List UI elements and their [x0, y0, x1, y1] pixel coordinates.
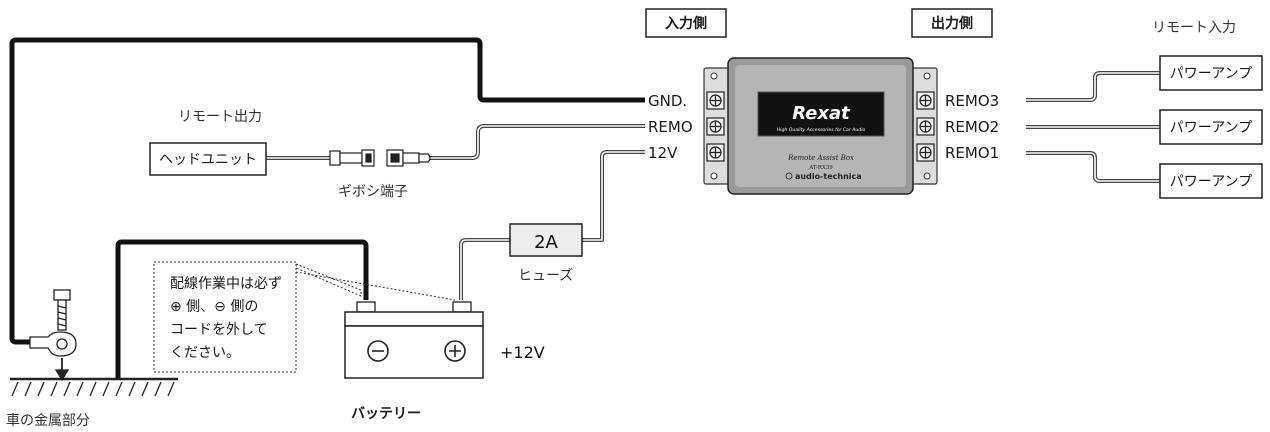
input-port-gnd: GND.: [648, 92, 687, 110]
device-name: Remote Assist Box: [787, 154, 854, 162]
power-amp-label: パワーアンプ: [1170, 174, 1252, 190]
output-port-remo2: REMO2: [945, 118, 999, 136]
power-amp-3: パワーアンプ: [1159, 163, 1263, 199]
maker-logo-icon: [785, 172, 793, 180]
chassis-ground: [10, 377, 178, 397]
chassis-label: 車の金属部分: [6, 412, 90, 429]
device-brand: Rexat: [792, 103, 851, 124]
remote-output-label: リモート出力: [178, 109, 262, 125]
device-model: AT-RX39: [808, 165, 833, 171]
device-maker: audio-technica: [795, 172, 862, 181]
battery: [344, 301, 484, 379]
power-amp-label: パワーアンプ: [1170, 66, 1252, 82]
warning-line-1: 配線作業中は必ず: [170, 276, 282, 292]
remote-input-label: リモート入力: [1152, 20, 1236, 36]
remote-assist-box: Rexat High Quality Accessories for Car A…: [703, 57, 938, 195]
connector-label: ギボシ端子: [338, 184, 408, 200]
head-unit-box: [149, 142, 267, 176]
battery-voltage: +12V: [500, 343, 545, 362]
ground-bolt-icon: [29, 289, 77, 382]
head-unit-label: ヘッドユニット: [159, 152, 257, 168]
input-port-12v: 12V: [648, 144, 678, 162]
thin-wires: [266, 71, 1160, 300]
battery-label: バッテリー: [351, 406, 421, 422]
power-amp-1: パワーアンプ: [1159, 55, 1263, 91]
bullet-connector-female-icon: [329, 149, 375, 167]
output-side-label: 出力側: [931, 15, 973, 32]
input-side-label: 入力側: [665, 15, 707, 32]
fuse-box: [509, 223, 583, 257]
input-side-box: [645, 8, 727, 38]
output-side-box: [911, 8, 993, 38]
device-tagline: High Quality Accessories for Car Audio: [777, 127, 866, 133]
fuse-value: 2A: [534, 232, 558, 253]
bullet-connector-male-icon: [386, 149, 431, 167]
warning-line-3: コードを外して: [170, 322, 268, 338]
warning-line-4: ください。: [170, 345, 240, 361]
power-amp-label: パワーアンプ: [1170, 120, 1252, 136]
battery-negative-icon: [367, 340, 389, 362]
warning-callout: 配線作業中は必ず ⊕ 側、⊖ 側の コードを外して ください。: [153, 261, 456, 373]
power-amp-2: パワーアンプ: [1159, 109, 1263, 145]
warning-line-2: ⊕ 側、⊖ 側の: [170, 299, 258, 315]
battery-positive-icon: [444, 340, 466, 362]
battery-neg-ground-wire: [115, 239, 369, 378]
input-port-remo: REMO: [648, 118, 693, 136]
output-port-remo3: REMO3: [945, 92, 999, 110]
gnd-wire: [9, 37, 645, 345]
output-port-remo1: REMO1: [945, 144, 999, 162]
fuse-label: ヒューズ: [518, 268, 573, 284]
